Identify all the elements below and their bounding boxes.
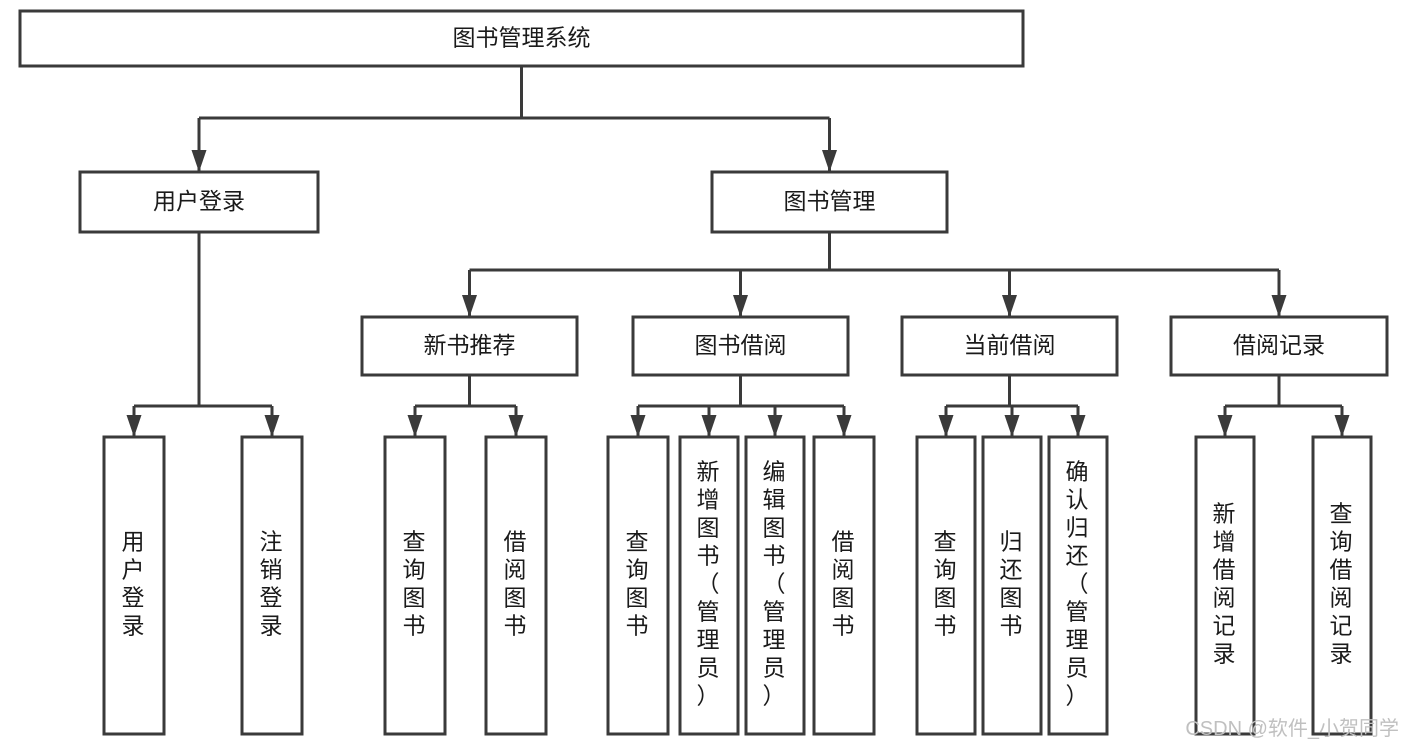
node-box[interactable] — [484, 435, 548, 736]
node-label: 借阅记录 — [1233, 332, 1325, 358]
node-leaf-logout[interactable]: 注销登录 — [240, 435, 304, 736]
node-leaf-borrow-book-1[interactable]: 借阅图书 — [484, 435, 548, 736]
edge-arrow-icon — [1004, 415, 1020, 437]
node-label: 新增借阅记录 — [1213, 501, 1238, 667]
edge-arrow-icon — [701, 415, 717, 437]
node-box[interactable] — [631, 315, 850, 377]
node-leaf-add-record[interactable]: 新增借阅记录 — [1194, 435, 1256, 736]
edge-group — [126, 232, 280, 437]
node-label: 图书借阅 — [695, 332, 787, 358]
edge-arrow-icon — [1070, 415, 1086, 437]
node-current-borrow[interactable]: 当前借阅 — [900, 315, 1119, 377]
node-box[interactable] — [102, 435, 166, 736]
node-layer: 图书管理系统用户登录图书管理新书推荐图书借阅当前借阅借阅记录用户登录注销登录查询… — [18, 9, 1389, 736]
node-leaf-return-book[interactable]: 归还图书 — [981, 435, 1043, 736]
node-new-book-rec[interactable]: 新书推荐 — [360, 315, 579, 377]
edge-arrow-icon — [508, 415, 524, 437]
edge-layer — [126, 66, 1350, 437]
node-box[interactable] — [981, 435, 1043, 736]
node-leaf-borrow-book-2[interactable]: 借阅图书 — [812, 435, 876, 736]
edge-arrow-icon — [822, 150, 837, 172]
node-book-borrow[interactable]: 图书借阅 — [631, 315, 850, 377]
node-root[interactable]: 图书管理系统 — [18, 9, 1025, 68]
node-box[interactable] — [1047, 435, 1109, 736]
node-label: 图书管理 — [784, 188, 876, 214]
node-leaf-edit-book[interactable]: 编辑图书（管理员） — [744, 435, 806, 736]
node-label: 借阅图书 — [832, 529, 857, 639]
edge-arrow-icon — [836, 415, 852, 437]
node-box[interactable] — [915, 435, 977, 736]
node-borrow-record[interactable]: 借阅记录 — [1169, 315, 1389, 377]
edge-arrow-icon — [938, 415, 954, 437]
node-label: 查询图书 — [626, 529, 651, 639]
edge-arrow-icon — [1334, 415, 1350, 437]
edge-arrow-icon — [767, 415, 783, 437]
node-book-manage[interactable]: 图书管理 — [710, 170, 949, 234]
edge-arrow-icon — [126, 415, 142, 437]
edge-arrow-icon — [462, 295, 477, 317]
node-leaf-confirm-return[interactable]: 确认归还（管理员） — [1047, 435, 1109, 736]
node-label: 用户登录 — [122, 529, 147, 639]
node-label: 确认归还（管理员） — [1066, 459, 1091, 709]
node-label: 编辑图书（管理员） — [763, 459, 788, 709]
edge-group — [630, 375, 852, 437]
node-box[interactable] — [1194, 435, 1256, 736]
node-label: 查询借阅记录 — [1330, 501, 1355, 667]
node-user-login[interactable]: 用户登录 — [78, 170, 320, 234]
node-label: 图书管理系统 — [453, 25, 591, 51]
node-box[interactable] — [900, 315, 1119, 377]
node-label: 查询图书 — [934, 529, 959, 639]
node-box[interactable] — [360, 315, 579, 377]
node-label: 查询图书 — [403, 529, 428, 639]
node-box[interactable] — [1311, 435, 1373, 736]
edge-arrow-icon — [191, 150, 207, 172]
edge-arrow-icon — [1217, 415, 1233, 437]
node-leaf-query-book-3[interactable]: 查询图书 — [915, 435, 977, 736]
node-box[interactable] — [78, 170, 320, 234]
node-leaf-user-login[interactable]: 用户登录 — [102, 435, 166, 736]
edge-arrow-icon — [264, 415, 280, 437]
node-label: 注销登录 — [260, 529, 285, 639]
edge-group — [938, 375, 1086, 437]
node-label: 借阅图书 — [504, 529, 529, 639]
node-label: 新增图书（管理员） — [697, 459, 722, 709]
node-label: 当前借阅 — [964, 332, 1056, 358]
node-box[interactable] — [744, 435, 806, 736]
edge-arrow-icon — [733, 295, 748, 317]
edge-group — [1217, 375, 1350, 437]
node-label: 新书推荐 — [424, 332, 516, 358]
node-leaf-add-book[interactable]: 新增图书（管理员） — [678, 435, 740, 736]
node-box[interactable] — [606, 435, 670, 736]
edge-group — [407, 375, 524, 437]
node-label: 用户登录 — [153, 188, 245, 214]
watermark-label: CSDN @软件_小贺同学 — [1185, 718, 1399, 740]
edge-arrow-icon — [1002, 295, 1017, 317]
edge-group — [462, 232, 1287, 317]
node-leaf-query-book-1[interactable]: 查询图书 — [383, 435, 447, 736]
edge-arrow-icon — [1271, 295, 1287, 317]
node-box[interactable] — [240, 435, 304, 736]
node-box[interactable] — [710, 170, 949, 234]
node-box[interactable] — [383, 435, 447, 736]
edge-group — [191, 66, 837, 172]
node-box[interactable] — [18, 9, 1025, 68]
node-leaf-query-book-2[interactable]: 查询图书 — [606, 435, 670, 736]
node-label: 归还图书 — [1000, 529, 1025, 639]
edge-arrow-icon — [407, 415, 423, 437]
node-leaf-query-record[interactable]: 查询借阅记录 — [1311, 435, 1373, 736]
node-box[interactable] — [812, 435, 876, 736]
node-box[interactable] — [1169, 315, 1389, 377]
node-box[interactable] — [678, 435, 740, 736]
edge-arrow-icon — [630, 415, 646, 437]
